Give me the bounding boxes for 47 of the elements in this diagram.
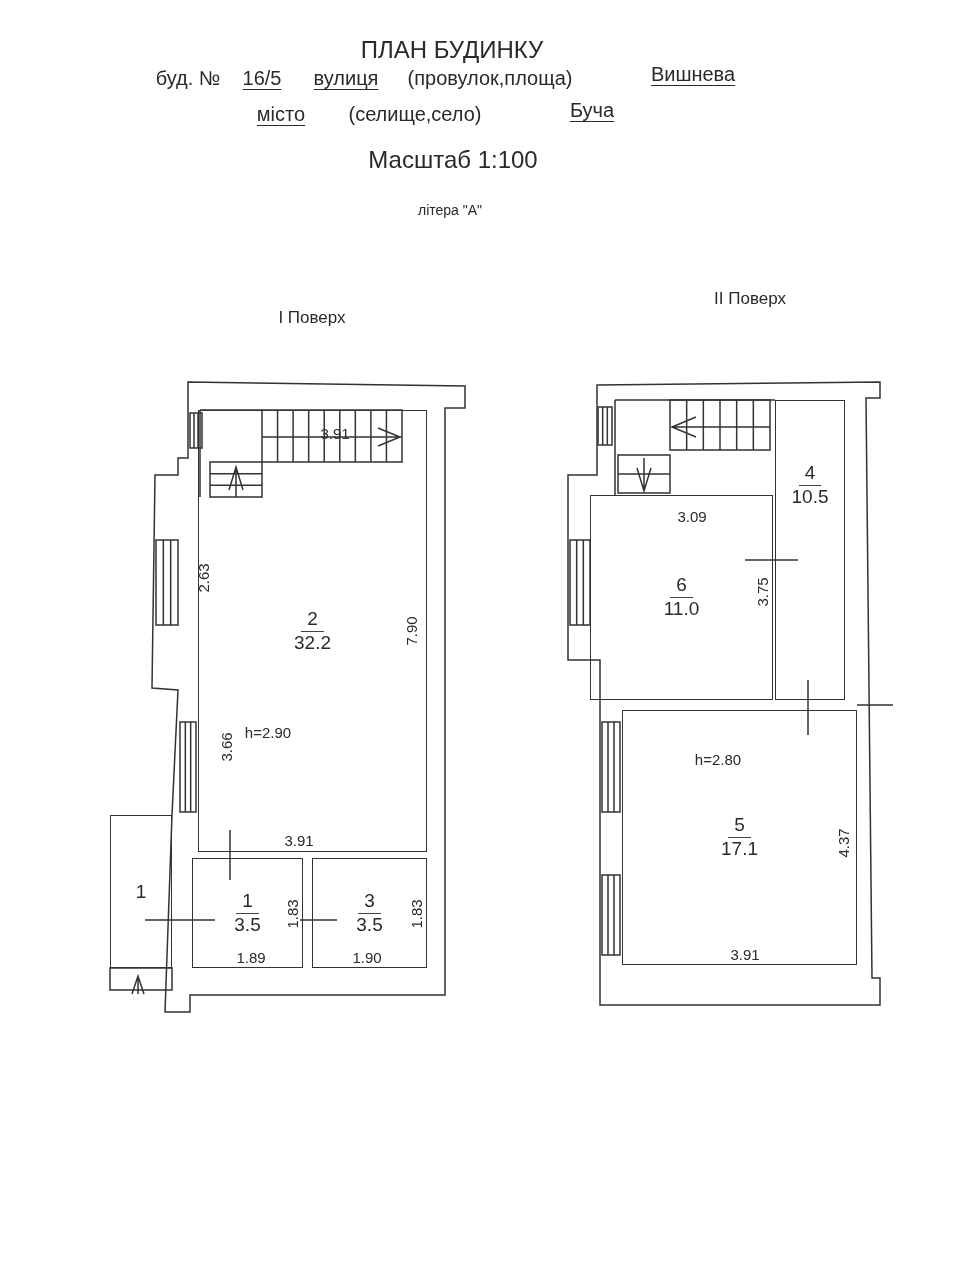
room-number: 5 [728, 815, 751, 838]
building-letter: літера "А" [417, 203, 483, 217]
filled-value: Вишнева [650, 64, 736, 84]
room-number: 4 [798, 463, 822, 486]
room-area: 17.1 [721, 838, 758, 860]
room [590, 495, 773, 700]
room-area: 11.0 [663, 598, 700, 620]
room [622, 710, 857, 965]
form-label: (провулок,площа) [407, 68, 573, 88]
filled-value: Буча [569, 100, 615, 120]
form-label: вулиця [313, 68, 379, 88]
floor-label: II Поверх [714, 289, 786, 307]
room [198, 410, 427, 852]
room-area: 10.5 [791, 485, 829, 508]
room-number: 2 [301, 608, 324, 632]
dimension-label: 3.91 [284, 832, 314, 848]
plan-title: ПЛАН БУДИНКУ [360, 38, 544, 62]
room-number: 1 [236, 890, 259, 914]
dimension-label: 1.83 [408, 899, 424, 929]
room [110, 815, 172, 968]
dimension-label: 3.75 [754, 577, 770, 607]
form-label: буд. № [155, 68, 221, 88]
dimension-label: 7.90 [403, 616, 419, 646]
filled-value: 16/5 [242, 68, 282, 88]
scale-note: Масштаб 1:100 [368, 148, 538, 172]
room-area: 3.5 [356, 913, 383, 936]
room-area: 32.2 [294, 631, 331, 654]
room [312, 858, 427, 968]
floor-label: I Поверх [278, 308, 346, 326]
room [192, 858, 303, 968]
dimension-label: 2.63 [195, 563, 211, 593]
ceiling-height: h=2.80 [694, 751, 742, 767]
dimension-label: 1.90 [352, 949, 382, 965]
room-number: 3 [358, 890, 381, 914]
room-number: 6 [670, 575, 693, 598]
dimension-label: 1.83 [284, 899, 300, 929]
room [775, 400, 845, 700]
room-area: 3.5 [234, 913, 261, 936]
dimension-label: 1.89 [236, 949, 266, 965]
ceiling-height: h=2.90 [244, 724, 292, 740]
dimension-label: 3.09 [677, 508, 707, 524]
dimension-label: 4.37 [835, 828, 851, 858]
dimension-label: 3.91 [730, 946, 760, 962]
room-number: 1 [135, 880, 147, 903]
dimension-label: 3.66 [218, 732, 234, 762]
form-label: (селище,село) [348, 104, 482, 124]
form-label: місто [256, 104, 306, 124]
